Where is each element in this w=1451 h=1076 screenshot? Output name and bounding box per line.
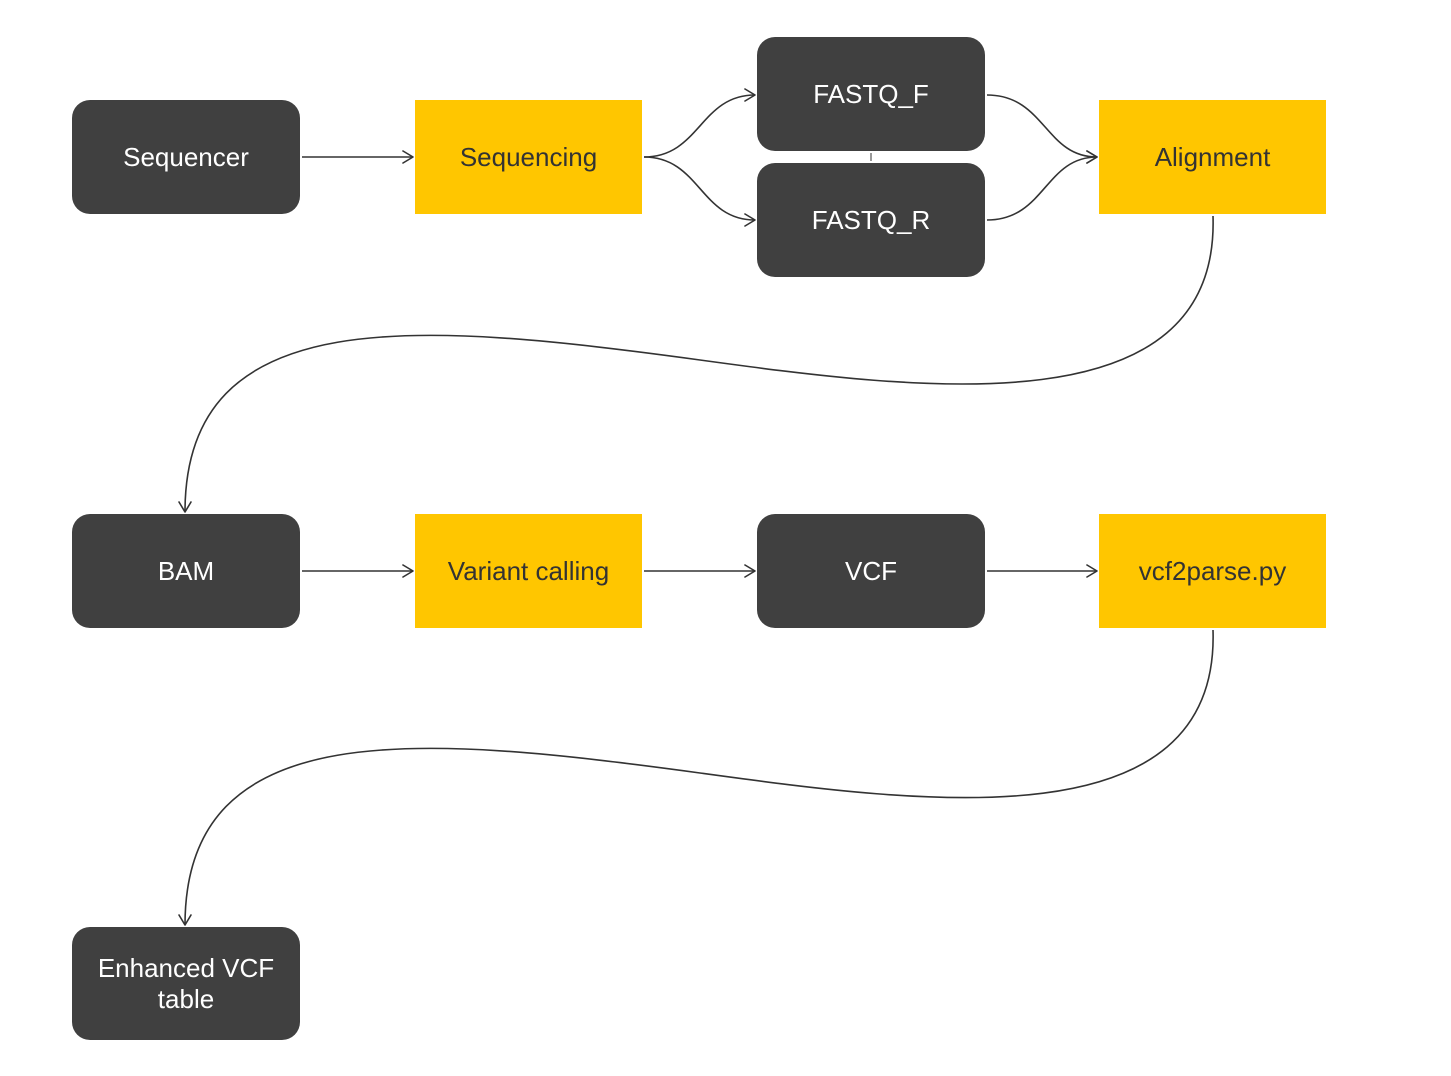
node-vcf2parse[interactable]: vcf2parse.py (1099, 514, 1326, 628)
node-sequencer-label: Sequencer (123, 141, 249, 172)
node-enhanced-vcf-table[interactable]: Enhanced VCF table (72, 927, 300, 1040)
node-enhanced-vcf-line1: Enhanced VCF (97, 952, 275, 983)
node-fastq-r[interactable]: FASTQ_R (757, 163, 985, 277)
edge-fastq-r-to-alignment (986, 150, 1098, 221)
edge-vcf2parse-to-enhanced-vcf (178, 629, 1214, 926)
edge-sequencing-to-fastq-r (643, 156, 756, 227)
node-fastq-r-label: FASTQ_R (811, 204, 931, 235)
node-variant-calling[interactable]: Variant calling (415, 514, 642, 628)
node-bam-label: BAM (157, 555, 215, 586)
node-fastq-f-label: FASTQ_F (813, 78, 929, 109)
node-fastq-f[interactable]: FASTQ_F (757, 37, 985, 151)
edge-fastq-f-to-alignment (986, 94, 1098, 164)
node-alignment-label: Alignment (1154, 141, 1271, 172)
node-vcf2parse-label: vcf2parse.py (1138, 555, 1287, 586)
node-variant-calling-label: Variant calling (447, 555, 610, 586)
node-bam[interactable]: BAM (72, 514, 300, 628)
edge-sequencing-to-fastq-f (643, 88, 756, 158)
node-sequencing-label: Sequencing (459, 141, 598, 172)
node-enhanced-vcf-table-label: Enhanced VCF table (98, 953, 274, 1015)
node-sequencing[interactable]: Sequencing (415, 100, 642, 214)
node-vcf-label: VCF (845, 555, 897, 586)
node-sequencer[interactable]: Sequencer (72, 100, 300, 214)
node-enhanced-vcf-line2: table (157, 983, 215, 1014)
node-vcf[interactable]: VCF (757, 514, 985, 628)
edge-alignment-to-bam (178, 215, 1214, 513)
node-alignment[interactable]: Alignment (1099, 100, 1326, 214)
